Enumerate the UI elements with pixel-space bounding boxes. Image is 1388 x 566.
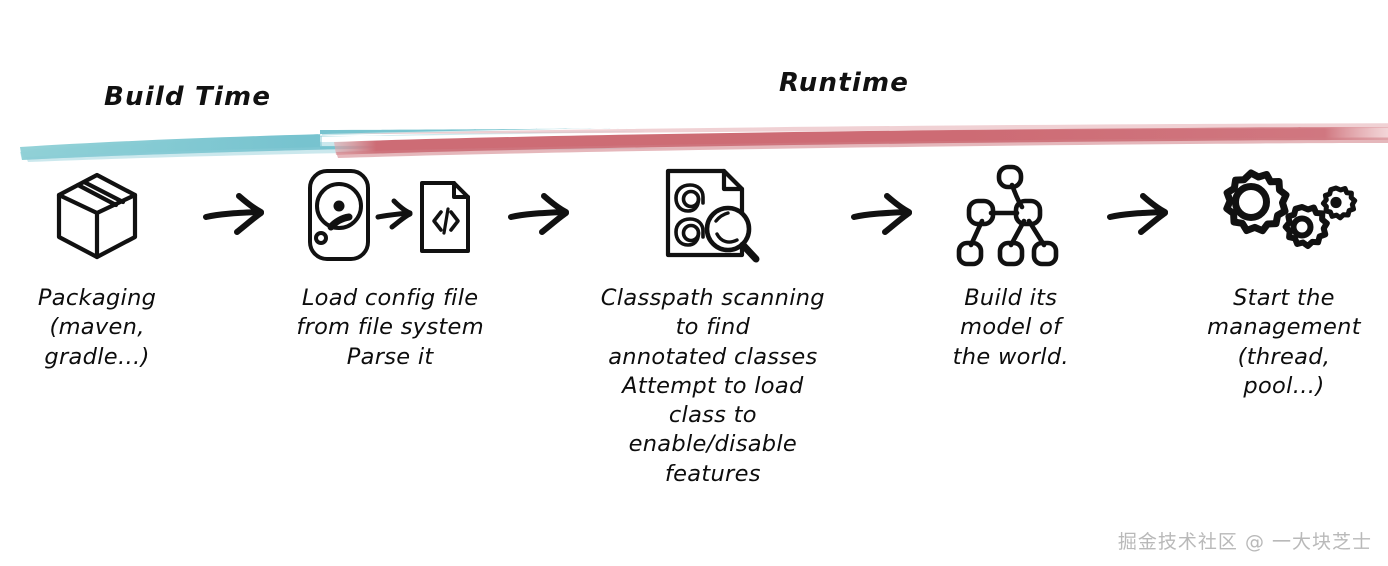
stage-start-management: Start the management (thread, pool…) — [1180, 160, 1388, 401]
stage-load-config: Load config file from file system Parse … — [278, 160, 502, 372]
gears-icon — [1209, 160, 1359, 270]
hard-drive-to-code-file-icon — [304, 160, 476, 270]
arrow-right-icon — [502, 160, 580, 270]
watermark-credit: 掘金技术社区 @ 一大块芝士 — [1117, 531, 1372, 553]
package-box-icon — [47, 160, 147, 270]
arrow-right-icon — [846, 160, 922, 270]
pipeline-row: Packaging (maven, gradle…) — [0, 160, 1388, 489]
stage-caption-classpath-scanning: Classpath scanning to find annotated cla… — [600, 285, 825, 487]
runtime-bar — [334, 123, 1388, 158]
phase-label-runtime: Runtime — [779, 68, 910, 98]
stage-caption-start-management: Start the management (thread, pool…) — [1207, 285, 1361, 399]
stage-caption-build-model: Build its model of the world. — [952, 285, 1069, 370]
annotated-document-magnifier-icon — [658, 160, 768, 270]
build-time-bar — [20, 128, 700, 162]
arrow-right-icon — [194, 160, 278, 270]
stage-build-model: Build its model of the world. — [922, 160, 1100, 372]
phase-label-build-time: Build Time — [104, 82, 272, 112]
stage-caption-load-config: Load config file from file system Parse … — [296, 285, 484, 370]
stage-caption-packaging: Packaging (maven, gradle…) — [37, 285, 157, 370]
stage-packaging: Packaging (maven, gradle…) — [0, 160, 194, 372]
arrow-right-icon — [1100, 160, 1180, 270]
node-graph-icon — [955, 160, 1067, 270]
stage-classpath-scanning: Classpath scanning to find annotated cla… — [580, 160, 846, 489]
